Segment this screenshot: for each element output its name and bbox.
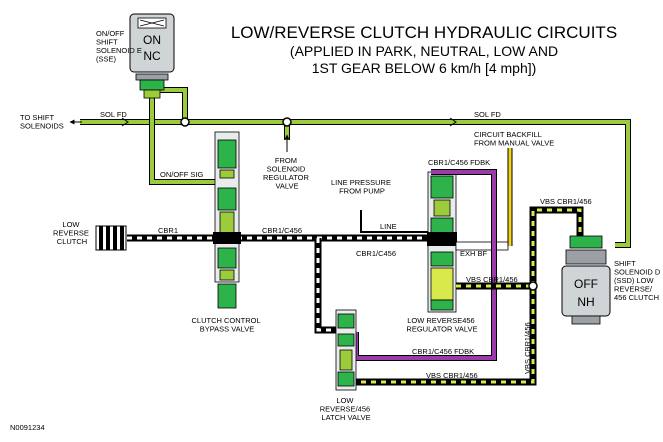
circuit-backfill-label: CIRCUIT BACKFILL FROM MANUAL VALVE	[474, 130, 554, 148]
sol-fd-flow-arrow-2	[449, 117, 457, 127]
cbr1-passage-crossing	[213, 232, 241, 244]
line-pressure-label: LINE PRESSURE FROM PUMP	[331, 178, 393, 196]
cbr1-c456-label-b: CBR1/C456	[356, 249, 396, 258]
vbs-cbr1-456-label-bottom: VBS CBR1/456	[426, 371, 478, 380]
vbs-cbr1-456-label-top: VBS CBR1/456	[540, 197, 592, 206]
junction-dot	[528, 281, 538, 291]
on-off-sig-label: ON/OFF SIG	[160, 170, 204, 179]
figure-id: N0091234	[10, 423, 45, 432]
title-line-1: LOW/REVERSE CLUTCH HYDRAULIC CIRCUITS	[231, 23, 617, 42]
clutch-control-bypass-label: CLUTCH CONTROL BYPASS VALVE	[192, 316, 263, 334]
low-reverse456-regulator-label: LOW REVERSE456 REGULATOR VALVE	[406, 316, 477, 334]
low-reverse-clutch-label: LOW REVERSE CLUTCH	[53, 220, 91, 246]
sol-fd-label-left: SOL FD	[100, 110, 127, 119]
sol-fd-flow-arrow-1	[121, 117, 129, 127]
solenoid-d-label: SHIFT SOLENOID D (SSD) LOW REVERSE/ 456 …	[614, 259, 662, 302]
line-label: LINE	[380, 222, 397, 231]
cbr1-c456-fdbk-label-bottom: CBR1/C456 FDBK	[412, 347, 474, 356]
solenoid-d-state-off: OFF	[574, 277, 598, 291]
cbr1-passage-regulator	[427, 232, 457, 246]
exh-bf-label: EXH BF	[460, 249, 488, 258]
line-circuit	[360, 210, 436, 233]
solenoid-e-label: ON/OFF SHIFT SOLENOID E (SSE)	[96, 29, 144, 64]
vbs-cbr1-456-label-vertical: VBS CBR1/456	[523, 322, 532, 374]
shift-solenoid-d	[561, 235, 611, 325]
from-solenoid-regulator-label: FROM SOLENOID REGULATOR VALVE	[263, 156, 311, 191]
low-reverse-456-latch-valve	[335, 309, 357, 391]
low-reverse-latch-label: LOW REVERSE/456 LATCH VALVE	[320, 396, 373, 422]
title-line-3: 1ST GEAR BELOW 6 km/h [4 mph])	[312, 60, 537, 76]
cbr1-circuit	[127, 234, 436, 334]
junction-dot	[180, 117, 190, 127]
cbr1-c456-label-a: CBR1/C456	[262, 226, 302, 235]
junction-dot	[282, 117, 292, 127]
vbs-cbr1-456-label-mid: VBS CBR1/456	[466, 275, 518, 284]
solenoid-e-state-nc: NC	[143, 49, 161, 63]
cbr1-label: CBR1	[158, 226, 178, 235]
low-reverse-clutch	[95, 225, 127, 251]
cbr1-c456-fdbk-label-top: CBR1/C456 FDBK	[428, 158, 490, 167]
clutch-control-bypass-valve	[214, 131, 240, 309]
shift-solenoid-e	[129, 13, 175, 99]
vbs-cbr1-456-circuit	[344, 206, 584, 386]
to-shift-solenoids-label: TO SHIFT SOLENOIDS	[20, 113, 64, 131]
solenoid-e-state-on: ON	[143, 33, 161, 47]
sol-fd-circuit	[80, 87, 631, 248]
title-line-2: (APPLIED IN PARK, NEUTRAL, LOW AND	[290, 43, 558, 59]
sol-fd-label-right: SOL FD	[474, 110, 501, 119]
solenoid-d-state-nh: NH	[577, 295, 594, 309]
